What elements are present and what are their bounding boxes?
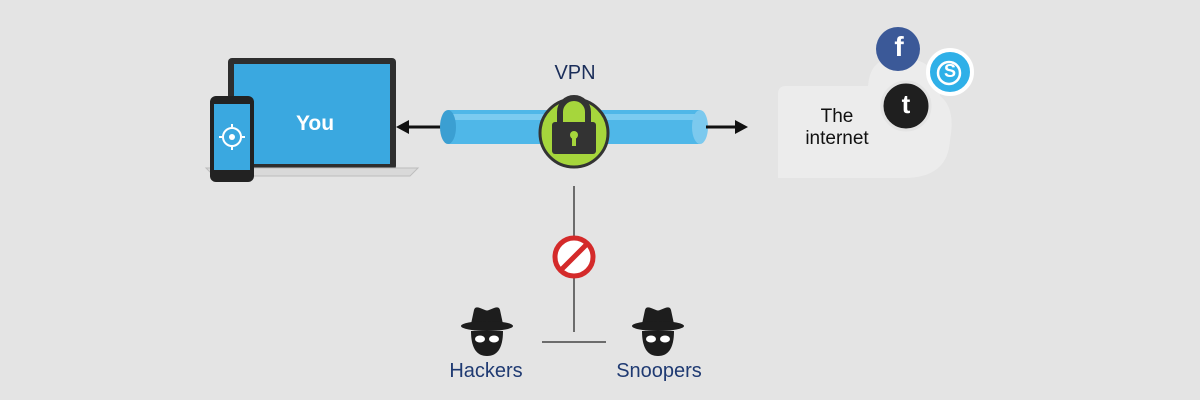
laptop [204, 58, 420, 177]
arrow-to-you [396, 120, 442, 134]
hacker-icon [461, 307, 513, 356]
twitter-icon [880, 80, 932, 132]
vpn-label: VPN [554, 62, 596, 84]
hackers-label: Hackers [449, 360, 523, 382]
you-label: You [295, 112, 335, 135]
internet-label: The internet [792, 106, 882, 150]
lock-icon [538, 95, 610, 169]
facebook-glyph: f [894, 31, 904, 62]
snooper-icon [632, 307, 684, 356]
laptop-screen [234, 64, 390, 164]
skype-glyph: S [943, 61, 956, 81]
blocked-icon [552, 235, 596, 279]
internet-label-line1: The [820, 106, 854, 127]
twitter-glyph: t [901, 89, 911, 119]
phone [210, 96, 254, 182]
facebook-icon [876, 27, 920, 71]
snoopers-label: Snoopers [616, 360, 702, 382]
arrow-to-internet [706, 120, 748, 134]
phone-app-icon [219, 124, 245, 150]
skype-icon [926, 48, 974, 96]
internet-label-line2: internet [805, 128, 869, 149]
